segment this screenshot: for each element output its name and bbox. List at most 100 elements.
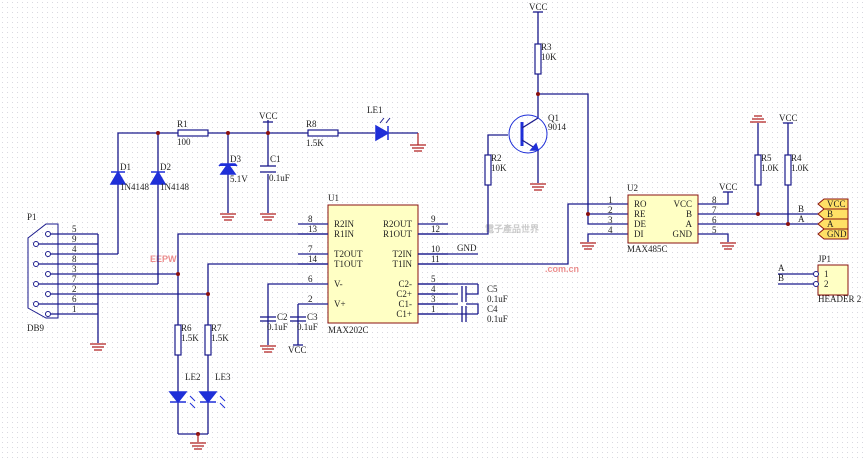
le3-ref: LE3	[215, 372, 231, 382]
p1-pin-socket	[33, 301, 39, 307]
u2-pin-name: DE	[634, 219, 646, 229]
u1-pin-name: C2-	[399, 279, 413, 289]
diode-d1[interactable]: D1 1N4148	[109, 162, 149, 192]
led-le3[interactable]: LE3	[198, 372, 231, 409]
zener-d3[interactable]: D3 5.1V	[218, 154, 248, 184]
p1-pin-socket	[45, 311, 51, 317]
vcc-symbol: VCC	[259, 111, 278, 123]
led-le1[interactable]: LE1	[367, 105, 391, 142]
net-label-b: B	[798, 204, 804, 214]
u1-pin-number: 10	[431, 244, 441, 254]
p1-pin-number: 7	[72, 274, 77, 284]
jp1-net-b: B	[778, 273, 784, 283]
c2-ref: C2	[277, 312, 288, 322]
r5-ref: R5	[761, 153, 772, 163]
wires-rs485: VCC VCC B A	[698, 113, 818, 250]
u1-pin-number: 2	[308, 294, 313, 304]
resistor-r5[interactable]: R8 1.5K	[306, 119, 339, 148]
u1-pin-number: 6	[308, 274, 313, 284]
r3-value: 10K	[541, 52, 557, 62]
transistor-q1[interactable]: Q1 9014	[508, 113, 567, 154]
d3-ref: D3	[230, 154, 241, 164]
port-flag	[817, 228, 849, 240]
capacitor-c1[interactable]: C1 0.1uF	[260, 154, 290, 183]
u1-value: MAX202C	[328, 325, 369, 335]
le2-ref: LE2	[185, 372, 201, 382]
port-label: B	[827, 209, 833, 219]
resistor-r4[interactable]: R4 1.0K	[784, 153, 809, 186]
u2-pin-name: B	[686, 209, 692, 219]
header-jp1[interactable]: 1 2 A B JP1 HEADER 2	[778, 254, 861, 304]
q1-value: 9014	[548, 122, 567, 132]
r8-value: 1.5K	[306, 138, 324, 148]
le1-ref: LE1	[367, 105, 383, 115]
resistor-r2[interactable]: R2 10K	[484, 153, 507, 186]
u1-pin-number: 14	[308, 254, 318, 264]
vcc-label: VCC	[259, 111, 278, 121]
u1-pin-number: 12	[431, 224, 440, 234]
u1-pin-number: 1	[431, 304, 436, 314]
p1-pin-socket	[33, 281, 39, 287]
jp1-value: HEADER 2	[818, 294, 861, 304]
led-le2[interactable]: LE2	[168, 372, 201, 409]
p1-pin-number: 5	[72, 224, 77, 234]
c1-value: 0.1uF	[269, 173, 290, 183]
q1-ref: Q1	[548, 113, 559, 123]
watermark-chinese: 電子產品世界	[485, 223, 539, 235]
vcc-label: VCC	[779, 113, 798, 123]
u2-pin-name: DI	[634, 229, 644, 239]
resistor-r5-pulldown[interactable]: R5 1.0K	[754, 153, 779, 186]
u1-ref: U1	[328, 193, 339, 203]
p1-pin-socket	[33, 241, 39, 247]
capacitor-c4[interactable]: C4 0.1uF	[461, 304, 508, 324]
p1-pin-number: 4	[72, 244, 77, 254]
r6-value: 1.5K	[181, 333, 199, 343]
r7-ref: R7	[211, 323, 222, 333]
vcc-label: VCC	[719, 182, 738, 192]
r7-value: 1.5K	[211, 333, 229, 343]
u1-pin-name: C2+	[396, 289, 412, 299]
u2-pin-name: RO	[634, 199, 647, 209]
u2-pin-name: VCC	[673, 199, 692, 209]
p1-pin-number: 3	[72, 264, 77, 274]
u1-pin-name: T2OUT	[334, 249, 363, 259]
port-label: A	[827, 219, 834, 229]
capacitor-c5[interactable]: C5 0.1uF	[461, 284, 508, 304]
vcc-label: VCC	[529, 2, 548, 12]
jp1-net-a: A	[778, 263, 785, 273]
wires-q1: VCC	[418, 2, 628, 265]
u2-pin-number: 5	[712, 225, 717, 235]
capacitor-c3[interactable]: C3 0.1uF	[290, 312, 318, 332]
p1-pin-number: 6	[72, 294, 77, 304]
diode-d2[interactable]: D2 1N4148	[149, 162, 189, 192]
resistor-r7[interactable]: R7 1.5K	[204, 323, 229, 356]
u1-pin-name: R1IN	[334, 229, 355, 239]
r1-ref: R1	[177, 119, 188, 129]
c5-value: 0.1uF	[487, 294, 508, 304]
u2-pin-number: 1	[608, 195, 613, 205]
capacitor-c2[interactable]: C2 0.1uF	[260, 312, 288, 332]
resistor-r3[interactable]: R3 10K	[534, 42, 557, 75]
top-rail	[117, 120, 418, 284]
r1-value: 100	[177, 137, 191, 147]
resistor-r1[interactable]: R1 100	[177, 119, 209, 147]
ground-symbol	[220, 213, 276, 221]
wires-left	[98, 233, 328, 450]
port-label: VCC	[827, 199, 846, 209]
c3-ref: C3	[307, 312, 318, 322]
jp1-ref: JP1	[818, 254, 831, 264]
port-flag	[817, 208, 849, 220]
c1-ref: C1	[270, 154, 281, 164]
resistor-r6[interactable]: R6 1.5K	[174, 323, 199, 356]
watermark-domain: .com.cn	[545, 264, 579, 274]
u2-pin-number: 2	[608, 205, 613, 215]
vcc-label: VCC	[288, 345, 307, 355]
u1-pin-name: C1-	[399, 299, 413, 309]
port-flag	[817, 198, 849, 210]
u2-pin-number: 8	[712, 195, 717, 205]
u1-pin-number: 9	[431, 214, 436, 224]
